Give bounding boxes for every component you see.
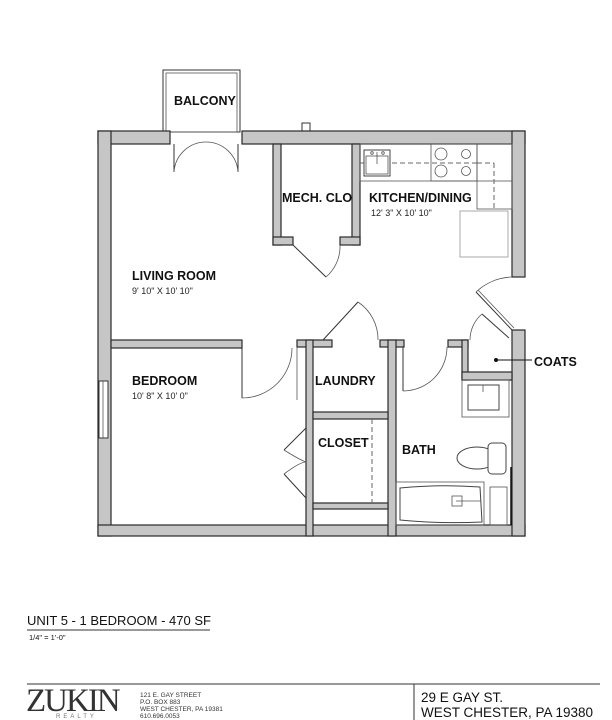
address-line: P.O. BOX 883 (140, 699, 181, 706)
label-kitchen: KITCHEN/DINING (369, 191, 472, 205)
label-living-room: LIVING ROOM (132, 269, 216, 283)
mech-closet-walls (272, 143, 361, 246)
toilet-icon (456, 442, 507, 475)
kitchen-dimensions: 12' 3" X 10' 10" (371, 208, 432, 218)
address-line: 121 E. GAY STREET (140, 692, 202, 699)
sink-icon (363, 149, 391, 177)
label-balcony: BALCONY (174, 94, 236, 108)
unit-title: UNIT 5 - 1 BEDROOM - 470 SF (27, 613, 211, 628)
bedroom-door[interactable] (241, 347, 293, 399)
label-laundry: LAUNDRY (315, 374, 376, 388)
label-coats: COATS (534, 355, 577, 369)
interior-walls (110, 339, 513, 537)
property-city: WEST CHESTER, PA 19380 (421, 705, 594, 720)
coats-door[interactable] (469, 313, 510, 341)
balcony-door[interactable] (173, 141, 239, 173)
label-mech-closet: MECH. CLO (282, 191, 352, 205)
label-bath: BATH (402, 443, 436, 457)
linen-shelf (489, 486, 508, 526)
zukin-logo: ZUKIN (26, 689, 121, 714)
refrigerator (459, 210, 509, 258)
bedroom-window (98, 380, 109, 439)
company-address: 121 E. GAY STREET P.O. BOX 883 WEST CHES… (140, 692, 223, 720)
mech-closet-door[interactable] (292, 244, 341, 278)
scale-note: 1/4" = 1'-0" (29, 633, 66, 642)
balcony (162, 69, 241, 133)
address-phone: 610.696.0053 (140, 713, 180, 720)
entry-door[interactable] (475, 276, 515, 331)
property-address: 29 E GAY ST. WEST CHESTER, PA 19380 (421, 690, 593, 720)
address-line: WEST CHESTER, PA 19381 (140, 706, 223, 713)
closet-door[interactable] (283, 427, 307, 499)
living-dimensions: 9' 10" X 10' 10" (132, 286, 193, 296)
bedroom-dimensions: 10' 8" X 10' 0" (132, 391, 188, 401)
bath-sink-icon (461, 379, 510, 418)
stove-icon (430, 143, 478, 182)
bathtub-icon (395, 481, 485, 526)
zukin-logo-sub: REALTY (56, 714, 97, 720)
bath-door[interactable] (402, 346, 448, 392)
property-street: 29 E GAY ST. (421, 690, 504, 705)
label-bedroom: BEDROOM (132, 374, 197, 388)
laundry-door[interactable] (322, 301, 379, 341)
label-closet: CLOSET (318, 436, 369, 450)
